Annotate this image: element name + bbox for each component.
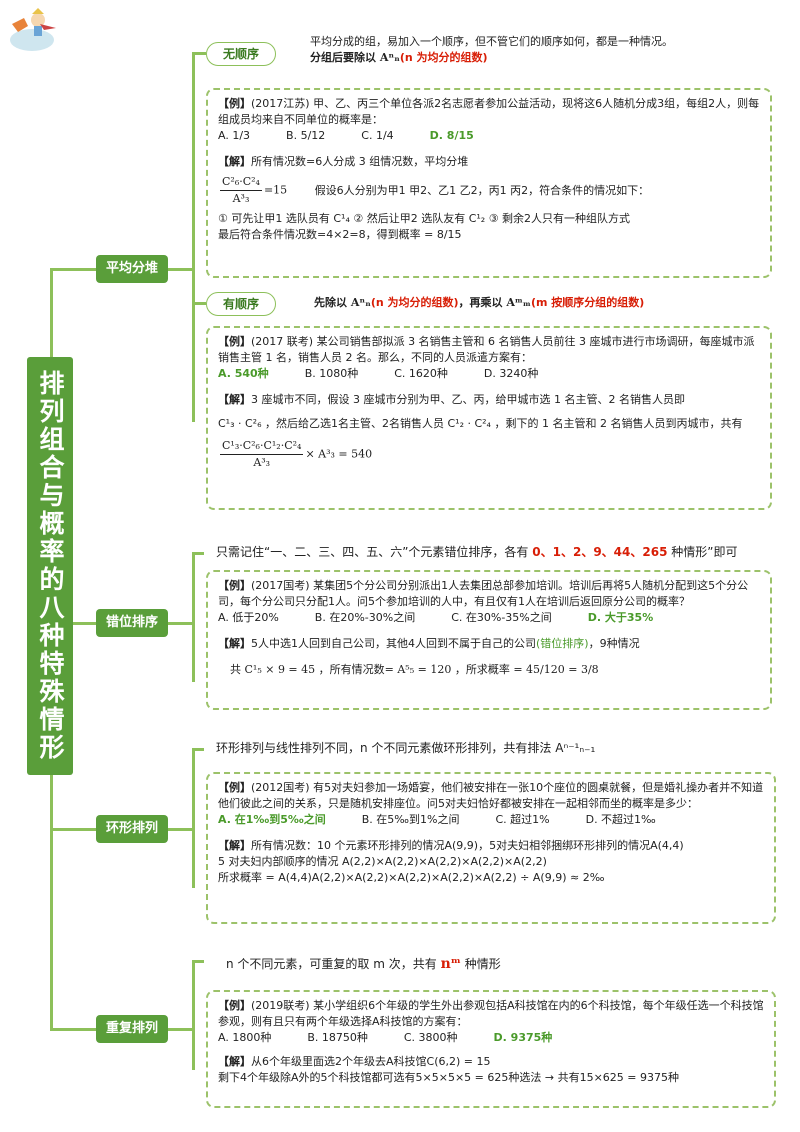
example-box-4: 【例】(2012国考) 有5对夫妇参加一场婚宴，他们被安排在一张10个座位的圆桌…	[206, 772, 776, 924]
sub-unordered: 无顺序	[206, 42, 276, 66]
connector	[168, 1028, 194, 1031]
category-average-grouping: 平均分堆	[96, 255, 168, 283]
connector	[192, 960, 195, 1070]
sub-ordered: 有顺序	[206, 292, 276, 316]
category-repeated: 重复排列	[96, 1015, 168, 1043]
example-box-5: 【例】(2019联考) 某小学组织6个年级的学生外出参观包括A科技馆在内的6个科…	[206, 990, 776, 1108]
connector	[168, 622, 194, 625]
connector	[50, 268, 53, 357]
connector	[168, 828, 194, 831]
connector	[192, 52, 195, 422]
connector	[192, 748, 204, 751]
connector	[192, 52, 206, 55]
connector	[50, 828, 96, 831]
connector	[192, 552, 204, 555]
connector	[50, 775, 53, 1031]
example-box-2: 【例】(2017 联考) 某公司销售部拟派 3 名销售主管和 6 名销售人员前往…	[206, 326, 772, 510]
example-box-3: 【例】(2017国考) 某集团5个分公司分别派出1人去集团总部参加培训。培训后再…	[206, 570, 772, 710]
main-title: 排列组合与概率的八种特殊情形	[27, 357, 73, 775]
connector	[50, 268, 96, 271]
unordered-text: 平均分成的组，易加入一个顺序，但不管它们的顺序如何，都是一种情况。 分组后要除以…	[310, 35, 673, 64]
connector	[50, 1028, 96, 1031]
ordered-text: 先除以 Aⁿₙ(n 为均分的组数)，再乘以 Aᵐₘ(m 按顺序分组的组数)	[314, 296, 645, 309]
derangement-intro: 只需记住“一、二、三、四、五、六”个元素错位排序，各有 0、1、2、9、44、2…	[216, 545, 738, 559]
fox-logo-icon	[10, 8, 56, 51]
connector	[192, 960, 204, 963]
connector	[192, 552, 195, 682]
connector	[168, 268, 194, 271]
circular-intro: 环形排列与线性排列不同，n 个不同元素做环形排列，共有排法 Aⁿ⁻¹ₙ₋₁	[216, 741, 596, 755]
connector	[192, 748, 195, 888]
connector	[192, 302, 206, 305]
category-derangement: 错位排序	[96, 609, 168, 637]
connector	[73, 622, 96, 625]
repeated-intro: n 个不同元素，可重复的取 m 次，共有 nᵐ 种情形	[226, 956, 501, 972]
category-circular: 环形排列	[96, 815, 168, 843]
example-box-1: 【例】(2017江苏) 甲、乙、丙三个单位各派2名志愿者参加公益活动，现将这6人…	[206, 88, 772, 278]
